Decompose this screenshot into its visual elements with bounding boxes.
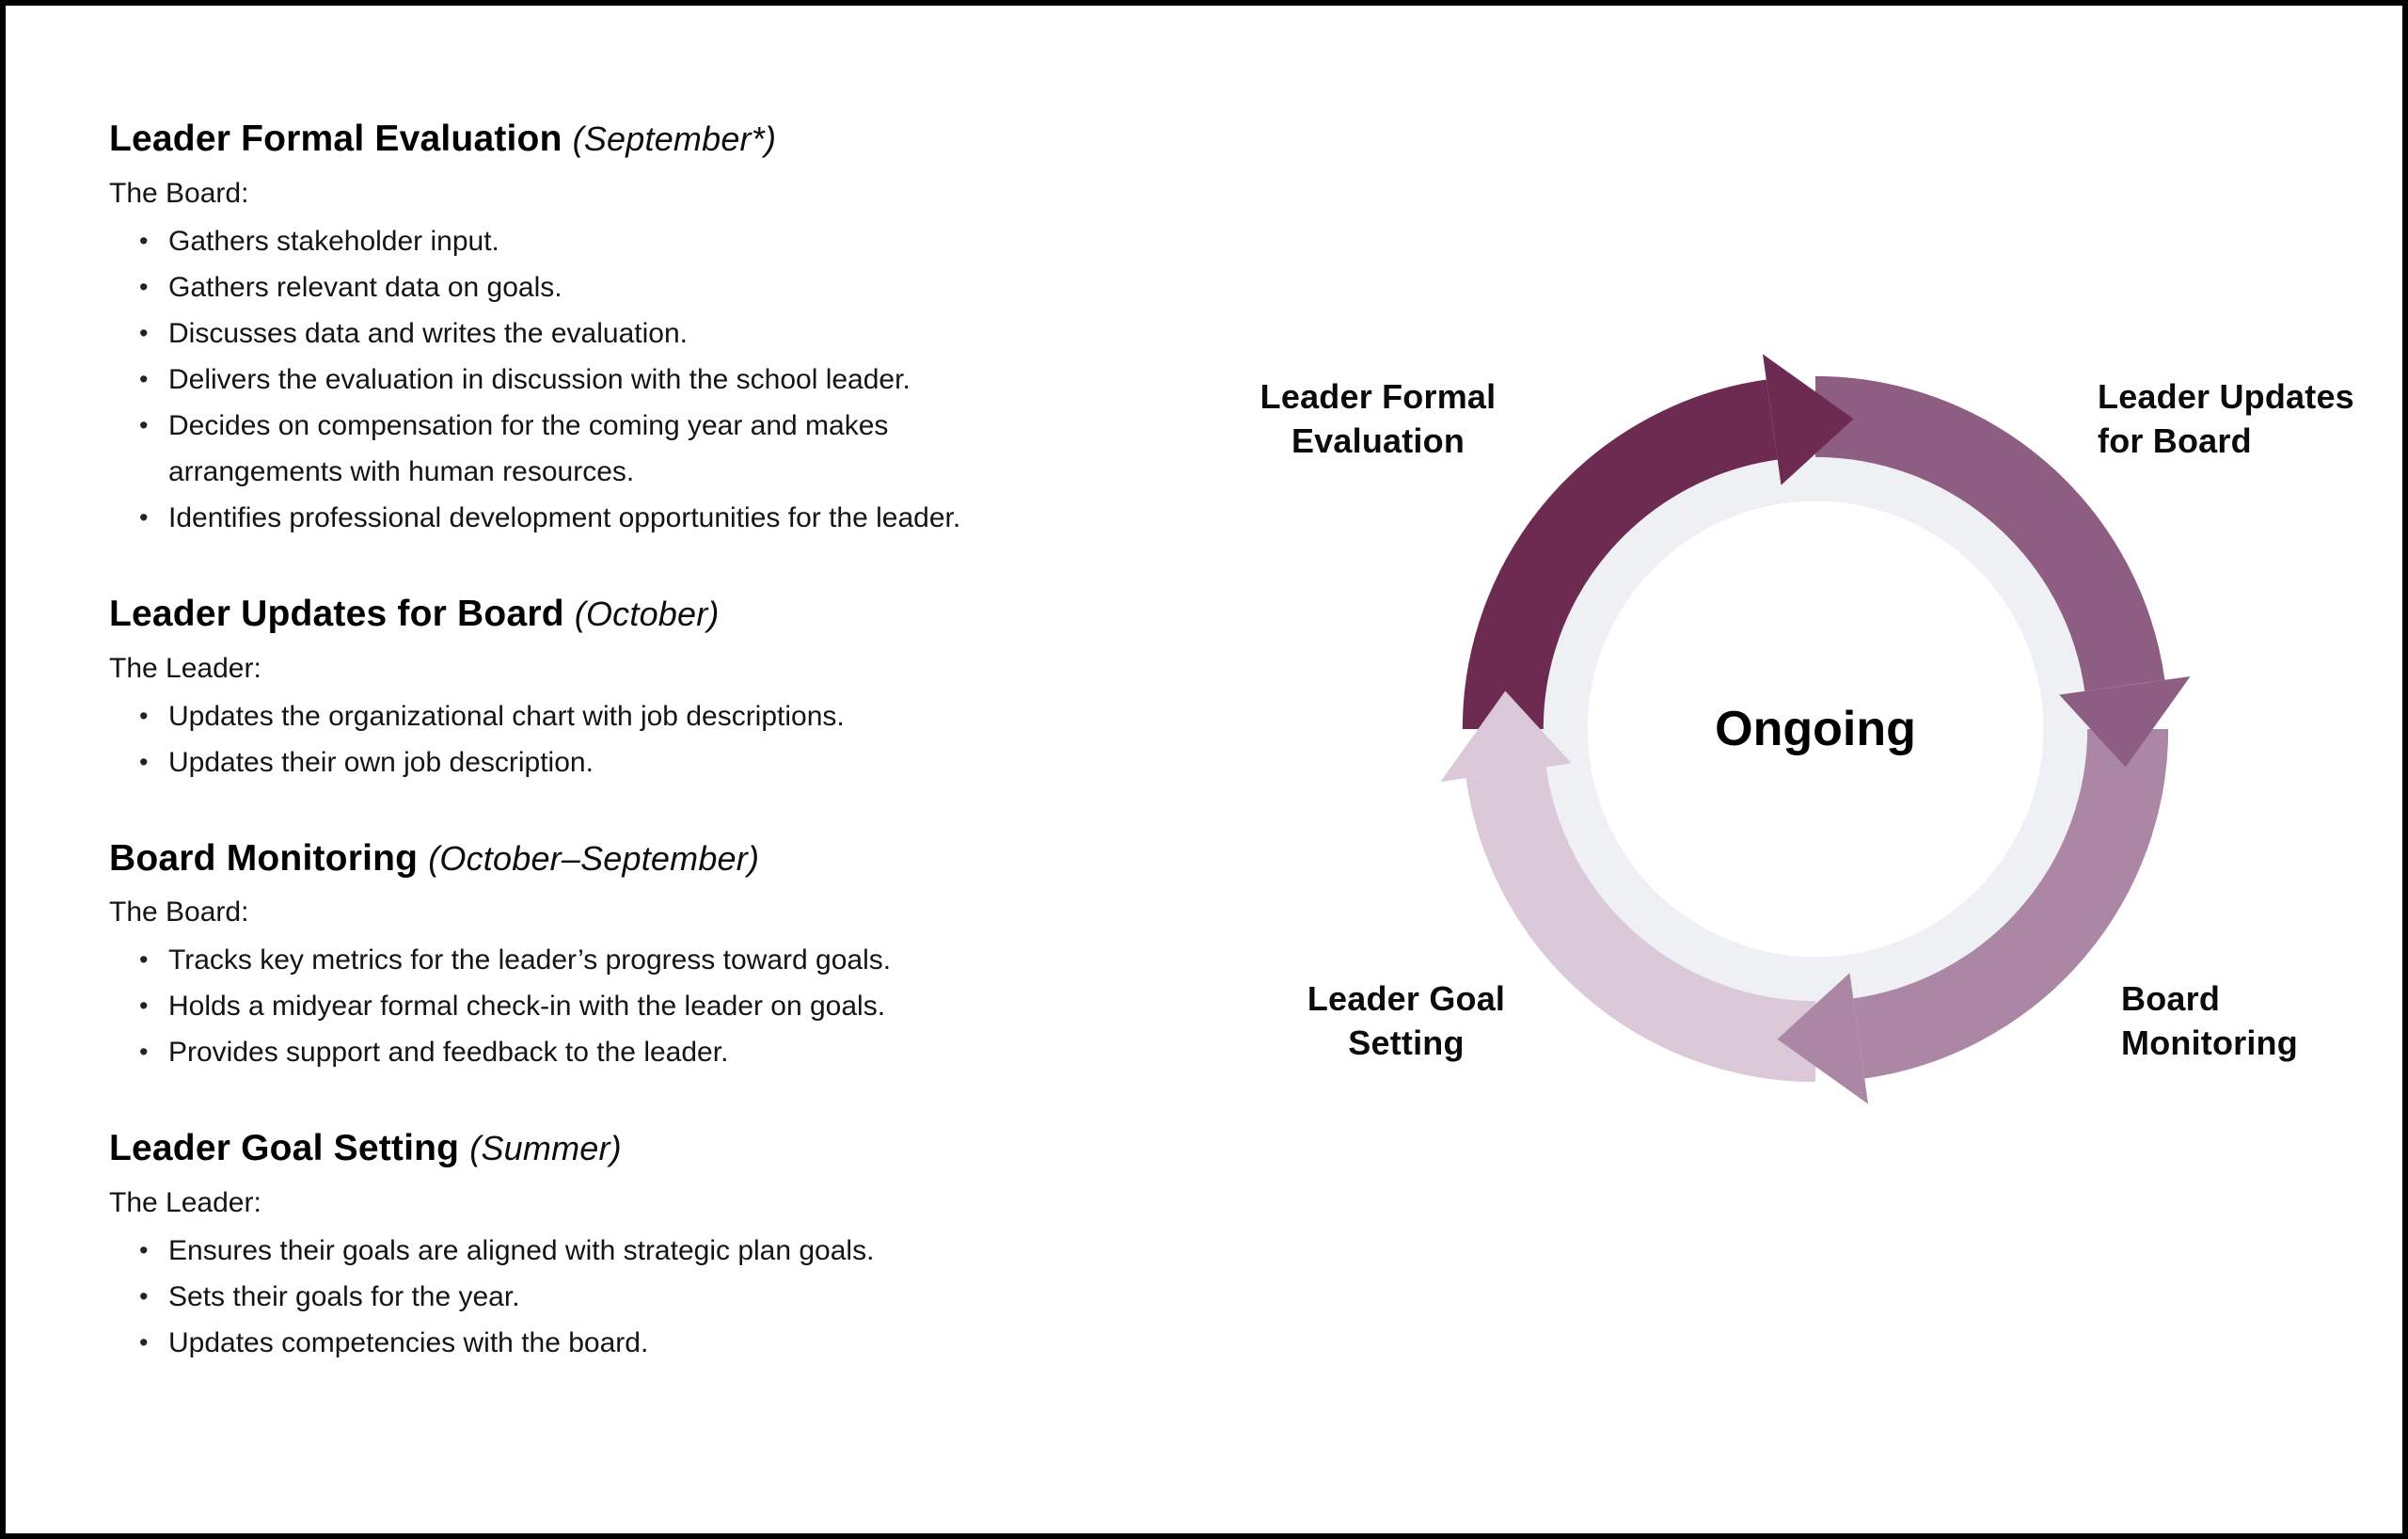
section-timeframe: (October–September) bbox=[428, 838, 760, 878]
center-disc bbox=[1587, 500, 2044, 958]
bullet-item: Tracks key metrics for the leader’s prog… bbox=[109, 937, 989, 983]
section-title: Leader Goal Setting bbox=[109, 1128, 460, 1169]
bullet-list: Ensures their goals are aligned with str… bbox=[109, 1228, 1219, 1366]
section-actor: The Board: bbox=[109, 177, 249, 209]
cycle-label-line: Monitoring bbox=[2121, 1023, 2298, 1062]
cycle-label-leader-formal-evaluation: Leader Formal Evaluation bbox=[1223, 374, 1533, 463]
bullet-item: Gathers relevant data on goals. bbox=[109, 264, 989, 310]
arrowhead-leader-updates-for-board bbox=[2059, 675, 2191, 768]
bullet-item: Delivers the evaluation in discussion wi… bbox=[109, 357, 989, 403]
arc-leader-formal-evaluation bbox=[1462, 379, 1779, 730]
section-leader-goal-setting: Leader Goal Setting (Summer) The Leader:… bbox=[109, 1126, 1219, 1366]
section-title: Leader Updates for Board bbox=[109, 593, 564, 634]
bullet-item: Holds a midyear formal check-in with the… bbox=[109, 983, 989, 1029]
bullet-list: Gathers stakeholder input. Gathers relev… bbox=[109, 218, 1219, 541]
bullet-list: Updates the organizational chart with jo… bbox=[109, 693, 1219, 785]
section-heading: Leader Updates for Board (October) bbox=[109, 592, 1219, 638]
cycle-label-line: Leader Goal bbox=[1307, 979, 1506, 1018]
arrowhead-leader-goal-setting bbox=[1440, 690, 1572, 783]
cycle-label-line: Leader Formal bbox=[1259, 377, 1497, 416]
section-leader-updates-for-board: Leader Updates for Board (October) The L… bbox=[109, 592, 1219, 785]
cycle-label-line: Board bbox=[2121, 979, 2221, 1018]
bullet-item: Sets their goals for the year. bbox=[109, 1274, 989, 1320]
section-heading: Leader Goal Setting (Summer) bbox=[109, 1126, 1219, 1172]
bullet-item: Provides support and feedback to the lea… bbox=[109, 1029, 989, 1075]
cycle-label-line: Setting bbox=[1348, 1023, 1465, 1062]
process-descriptions: Leader Formal Evaluation (September*) Th… bbox=[109, 117, 1219, 1417]
section-actor: The Leader: bbox=[109, 1187, 261, 1218]
bullet-item: Ensures their goals are aligned with str… bbox=[109, 1228, 989, 1274]
bullet-item: Gathers stakeholder input. bbox=[109, 218, 989, 264]
cycle-label-board-monitoring: Board Monitoring bbox=[2121, 976, 2408, 1065]
section-actor: The Board: bbox=[109, 896, 249, 928]
bullet-item: Updates their own job description. bbox=[109, 739, 989, 785]
bullet-item: Identifies professional development oppo… bbox=[109, 495, 989, 541]
bullet-item: Discusses data and writes the evaluation… bbox=[109, 310, 989, 357]
section-leader-formal-evaluation: Leader Formal Evaluation (September*) Th… bbox=[109, 117, 1219, 541]
bullet-item: Updates the organizational chart with jo… bbox=[109, 693, 989, 739]
arc-leader-goal-setting bbox=[1465, 766, 1816, 1083]
cycle-label-line: Leader Updates bbox=[2098, 377, 2354, 416]
section-actor: The Leader: bbox=[109, 652, 261, 684]
bullet-item: Updates competencies with the board. bbox=[109, 1320, 989, 1366]
section-heading: Leader Formal Evaluation (September*) bbox=[109, 117, 1219, 163]
cycle-label-leader-updates-for-board: Leader Updates for Board bbox=[2098, 374, 2408, 463]
section-timeframe: (October) bbox=[574, 594, 720, 633]
cycle-label-line: Evaluation bbox=[1291, 421, 1465, 460]
section-timeframe: (September*) bbox=[572, 119, 777, 158]
arrowhead-board-monitoring bbox=[1777, 973, 1869, 1104]
cycle-label-leader-goal-setting: Leader Goal Setting bbox=[1265, 976, 1547, 1065]
bullet-item: Decides on compensation for the coming y… bbox=[109, 403, 989, 495]
section-board-monitoring: Board Monitoring (October–September) The… bbox=[109, 836, 1219, 1076]
section-timeframe: (Summer) bbox=[469, 1129, 622, 1168]
cycle-ring bbox=[1440, 354, 2191, 1104]
bullet-list: Tracks key metrics for the leader’s prog… bbox=[109, 937, 1219, 1075]
arrowhead-leader-formal-evaluation bbox=[1762, 354, 1854, 485]
cycle-diagram: Ongoing Leader Formal Evaluation Leader … bbox=[1223, 263, 2408, 1214]
section-title: Leader Formal Evaluation bbox=[109, 119, 562, 159]
section-heading: Board Monitoring (October–September) bbox=[109, 836, 1219, 882]
section-title: Board Monitoring bbox=[109, 837, 419, 879]
arc-board-monitoring bbox=[1852, 728, 2169, 1079]
arc-leader-updates-for-board bbox=[1814, 375, 2165, 692]
cycle-label-line: for Board bbox=[2098, 421, 2252, 460]
